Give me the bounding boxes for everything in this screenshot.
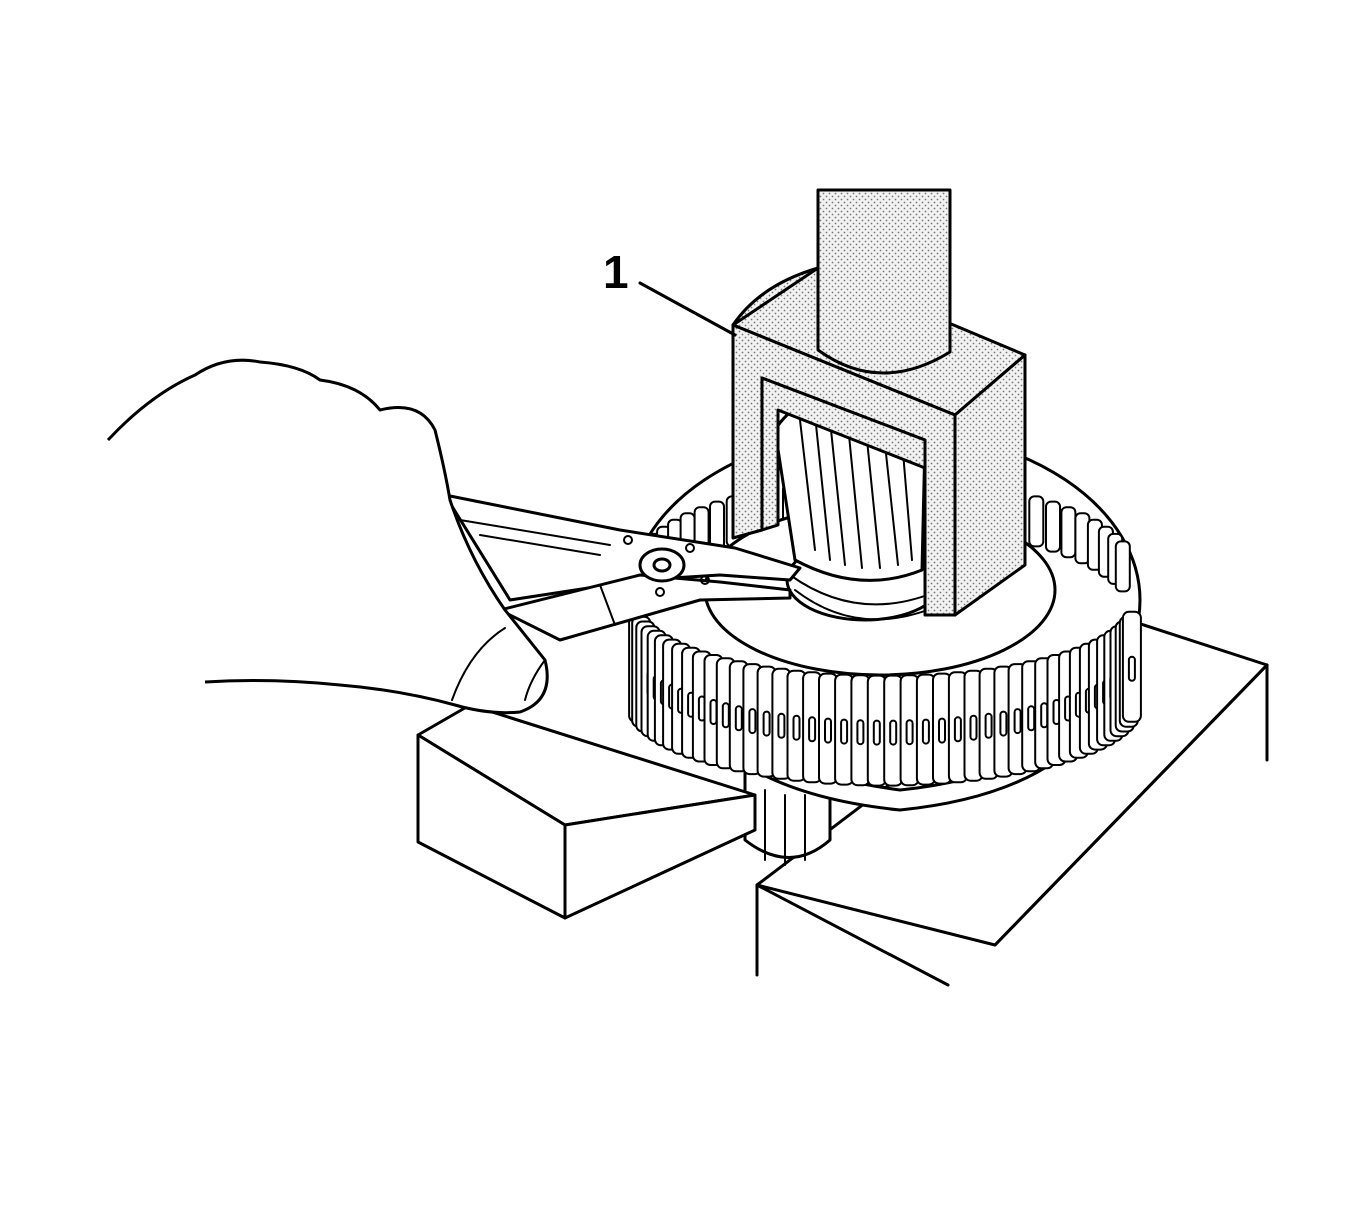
- spline-slot: [969, 714, 978, 741]
- spline-slot: [840, 718, 849, 745]
- spline-tooth-back: [1060, 506, 1077, 559]
- press-tool: [731, 266, 1027, 617]
- spline-slot: [748, 708, 757, 735]
- technician-hand: [106, 358, 549, 715]
- spline-slot: [856, 719, 865, 746]
- callout-label: 1: [603, 246, 629, 298]
- spline-slot: [1127, 655, 1136, 682]
- spline-slot: [792, 714, 801, 741]
- spline-slot: [734, 705, 743, 732]
- spline-slot: [953, 716, 962, 743]
- spline-slot: [984, 712, 993, 739]
- spline-tooth-back: [1114, 540, 1131, 593]
- spline-tooth-back: [1045, 500, 1061, 553]
- spline-slot: [905, 719, 914, 746]
- spline-slot: [777, 712, 786, 739]
- spline-slot: [872, 719, 881, 746]
- left-support-block: [416, 703, 757, 920]
- drum-splines: [628, 476, 1142, 787]
- spline-tooth-back: [1028, 495, 1045, 548]
- spline-slot: [889, 719, 898, 746]
- spline-slot: [721, 702, 730, 729]
- spline-slot: [1013, 708, 1022, 735]
- spline-slot: [999, 710, 1008, 737]
- spline-slot: [808, 716, 817, 743]
- snap-ring-pliers: [443, 493, 802, 642]
- spline-slot: [921, 718, 930, 745]
- callout-1: 1: [603, 246, 737, 337]
- spline-slot: [1027, 705, 1036, 732]
- spline-slot: [938, 717, 946, 744]
- spline-slot: [762, 710, 771, 737]
- spline-slot: [824, 717, 832, 744]
- press-ram: [816, 188, 952, 375]
- spline-slot: [709, 699, 718, 725]
- spline-slot: [1040, 702, 1049, 729]
